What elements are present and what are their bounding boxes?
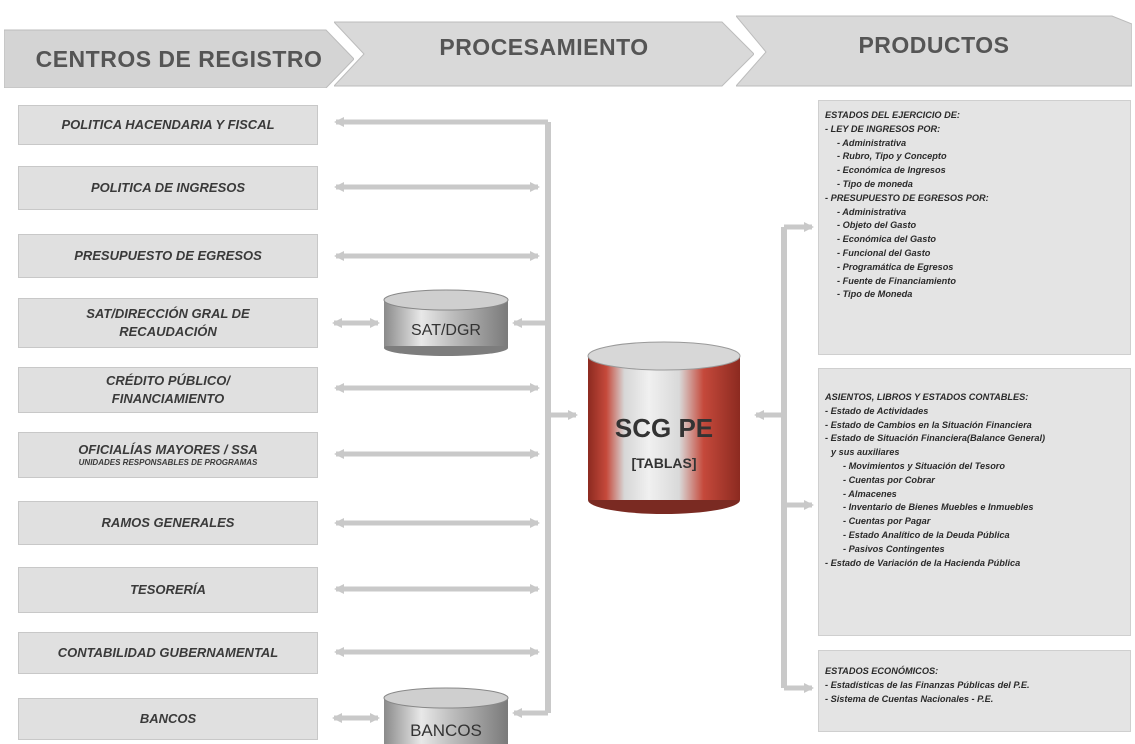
- source-box-credito-publico: CRÉDITO PÚBLICO/ FINANCIAMIENTO: [18, 367, 318, 413]
- source-label-line2: FINANCIAMIENTO: [111, 391, 225, 406]
- panel-line: - Económica del Gasto: [837, 234, 937, 245]
- panel-line: - LEY DE INGRESOS POR:: [825, 123, 941, 134]
- panel-line: - Tipo de Moneda: [837, 289, 913, 300]
- panel-line: - Estado de Cambios en la Situación Fina…: [825, 419, 1032, 430]
- source-label: CONTABILIDAD GUBERNAMENTAL: [57, 645, 279, 661]
- scg-pe-subtitle: [TABLAS]: [631, 455, 696, 471]
- panel-line: - Fuente de Financiamiento: [837, 275, 956, 286]
- source-box-bancos: BANCOS: [18, 698, 318, 740]
- source-label: POLITICA HACENDARIA Y FISCAL: [61, 117, 275, 133]
- panel-line: - Cuentas por Pagar: [843, 516, 931, 527]
- source-label: CRÉDITO PÚBLICO/: [106, 373, 230, 389]
- panel-line: ESTADOS ECONÓMICOS:: [825, 666, 939, 676]
- source-label: POLITICA DE INGRESOS: [90, 180, 246, 196]
- sat-dgr-database: SAT/DGR: [383, 289, 509, 356]
- sat-dgr-label: SAT/DGR: [411, 322, 481, 339]
- panel-line: y sus auxiliares: [831, 447, 900, 458]
- panel-line: - Tipo de moneda: [837, 178, 913, 189]
- source-label: RAMOS GENERALES: [101, 515, 235, 531]
- scg-pe-title: SCG PE: [615, 413, 713, 443]
- panel-line: - Funcional del Gasto: [837, 247, 931, 258]
- source-label: SAT/DIRECCIÓN GRAL DE: [86, 306, 250, 322]
- panel-line: - Estado de Variación de la Hacienda Púb…: [825, 557, 1021, 568]
- bancos-db-label: BANCOS: [410, 721, 482, 740]
- panel-line: - Movimientos y Situación del Tesoro: [843, 460, 1005, 471]
- source-box-sat: SAT/DIRECCIÓN GRAL DE RECAUDACIÓN: [18, 298, 318, 348]
- header-centros-label: CENTROS DE REGISTRO: [35, 45, 323, 72]
- panel-line: - Administrativa: [837, 137, 907, 148]
- header-centros-shape: [4, 29, 354, 88]
- header-productos-shape: [736, 15, 1132, 87]
- panel-line: - Estado de Situación Financiera(Balance…: [825, 433, 1046, 444]
- panel-line: - Almacenes: [843, 488, 897, 499]
- header-procesamiento: PROCESAMIENTO: [334, 14, 754, 88]
- source-box-politica-hacendaria: POLITICA HACENDARIA Y FISCAL: [18, 105, 318, 145]
- panel-line: - Programática de Egresos: [837, 261, 954, 272]
- panel-line: - Estado de Actividades: [825, 405, 929, 416]
- panel-line: - Pasivos Contingentes: [843, 543, 945, 554]
- panel-line: - Cuentas por Cobrar: [843, 474, 935, 485]
- panel-line: - Estadísticas de las Finanzas Públicas …: [825, 679, 1030, 690]
- products-panel-economicos: ESTADOS ECONÓMICOS: - Estadísticas de la…: [818, 650, 1131, 732]
- products-panel-contables: ASIENTOS, LIBROS Y ESTADOS CONTABLES: - …: [818, 368, 1131, 636]
- source-box-ramos: RAMOS GENERALES: [18, 501, 318, 545]
- panel-line: - Estado Analítico de la Deuda Pública: [843, 529, 1010, 540]
- panel-line: - Económica de Ingresos: [837, 165, 946, 176]
- source-box-politica-ingresos: POLITICA DE INGRESOS: [18, 166, 318, 210]
- source-label: OFICIALÍAS MAYORES / SSA: [78, 441, 258, 457]
- header-productos: PRODUCTOS: [736, 14, 1132, 88]
- source-box-oficialias: OFICIALÍAS MAYORES / SSA UNIDADES RESPON…: [18, 432, 318, 478]
- source-label: BANCOS: [139, 711, 197, 727]
- panel-line: - Objeto del Gasto: [837, 220, 917, 231]
- source-label-line2: RECAUDACIÓN: [119, 324, 217, 339]
- scg-pe-database: SCG PE [TABLAS]: [587, 341, 741, 514]
- source-label-line2: UNIDADES RESPONSABLES DE PROGRAMAS: [78, 458, 258, 468]
- panel-line: - Sistema de Cuentas Nacionales - P.E.: [825, 693, 994, 704]
- header-procesamiento-label: PROCESAMIENTO: [439, 33, 649, 60]
- header-procesamiento-shape: [334, 21, 754, 87]
- panel-line: - PRESUPUESTO DE EGRESOS POR:: [825, 192, 989, 203]
- panel-line: - Inventario de Bienes Muebles e Inmuebl…: [843, 502, 1034, 513]
- source-box-tesoreria: TESORERÍA: [18, 567, 318, 613]
- panel-line: ESTADOS DEL EJERCICIO DE:: [825, 110, 960, 120]
- source-label: PRESUPUESTO DE EGRESOS: [74, 248, 262, 264]
- bancos-database: BANCOS: [383, 687, 509, 744]
- header-centros: CENTROS DE REGISTRO: [4, 14, 354, 88]
- products-panel-ejercicio: ESTADOS DEL EJERCICIO DE: - LEY DE INGRE…: [818, 100, 1131, 355]
- panel-line: ASIENTOS, LIBROS Y ESTADOS CONTABLES:: [825, 392, 1029, 402]
- source-box-contabilidad: CONTABILIDAD GUBERNAMENTAL: [18, 632, 318, 674]
- source-box-presupuesto-egresos: PRESUPUESTO DE EGRESOS: [18, 234, 318, 278]
- panel-line: - Rubro, Tipo y Concepto: [837, 151, 947, 162]
- panel-line: - Administrativa: [837, 206, 907, 217]
- source-label: TESORERÍA: [130, 582, 206, 598]
- header-productos-label: PRODUCTOS: [858, 31, 1010, 58]
